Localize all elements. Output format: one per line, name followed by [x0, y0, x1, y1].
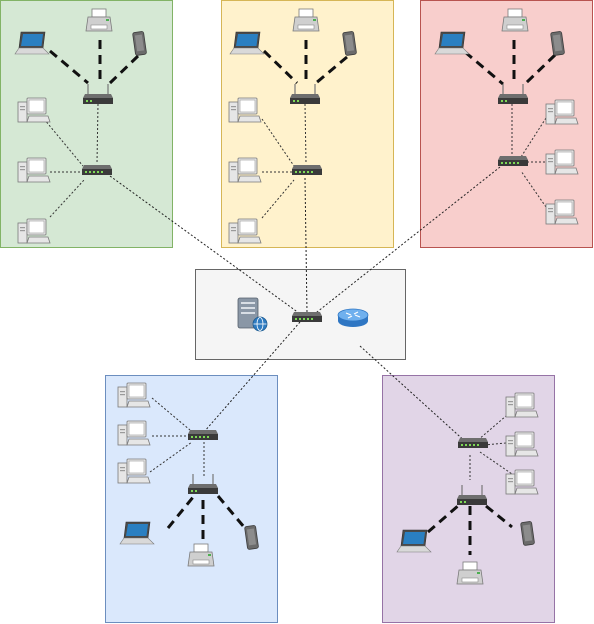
- blue-links: [149, 397, 246, 544]
- green-links: [43, 40, 140, 218]
- switch-icon: [498, 156, 528, 166]
- yellow-links: [261, 40, 348, 219]
- desktop-icon: [17, 157, 51, 183]
- switch-icon: [292, 165, 322, 175]
- desktop-icon: [545, 149, 579, 175]
- desktop-icon: [505, 469, 539, 495]
- desktop-icon: [117, 382, 151, 408]
- desktop-icon: [17, 218, 51, 244]
- core-switch-icon: [292, 312, 322, 322]
- desktop-icon: [228, 218, 262, 244]
- switch-icon: [188, 430, 218, 440]
- red-links: [464, 40, 557, 208]
- desktop-icon: [117, 458, 151, 484]
- switch-icon: [458, 438, 488, 448]
- desktop-icon: [228, 157, 262, 183]
- backbone-links: [109, 166, 501, 445]
- desktop-icon: [505, 431, 539, 457]
- desktop-icon: [117, 420, 151, 446]
- desktop-icon: [545, 199, 579, 225]
- purple-links: [427, 415, 513, 555]
- router-icon: [337, 308, 369, 328]
- desktop-icon: [505, 392, 539, 418]
- switch-icon: [82, 165, 112, 175]
